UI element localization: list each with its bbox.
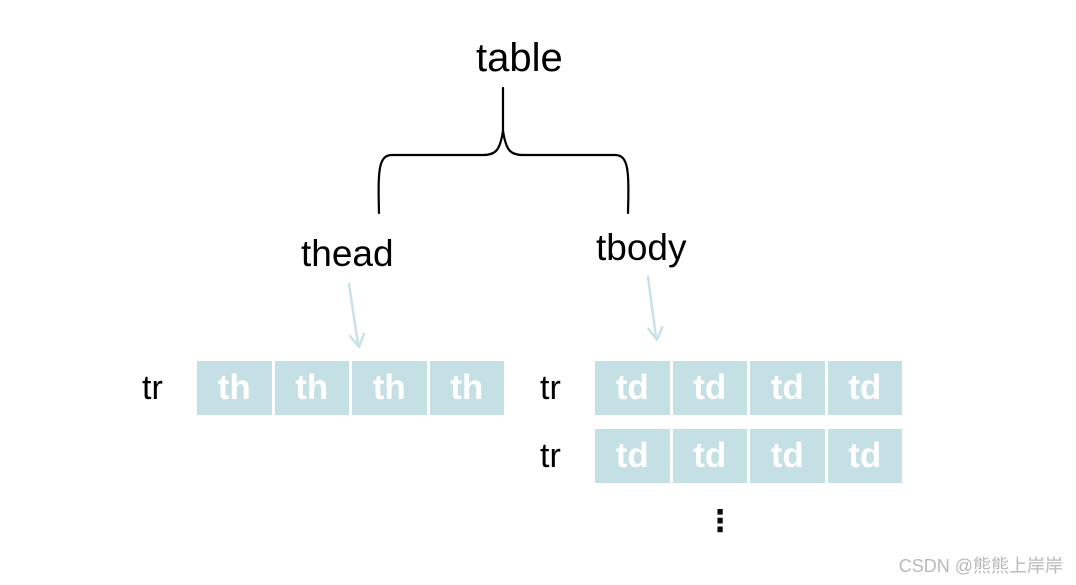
- thead-arrow-shaft: [347, 282, 360, 346]
- table-cell-td: td: [672, 429, 747, 483]
- tr-label: tr: [540, 368, 561, 407]
- thead-node-label: thead: [301, 233, 394, 274]
- table-cell-td: td: [672, 361, 747, 415]
- tr-label: tr: [142, 368, 163, 407]
- table-cell-th: th: [429, 361, 504, 415]
- table-cell-td: td: [750, 361, 825, 415]
- row-cells: td td td td: [595, 361, 902, 415]
- table-cell-td: td: [750, 429, 825, 483]
- table-cell-td: td: [595, 429, 670, 483]
- table-node-label: table: [476, 36, 563, 80]
- table-row-thead: tr th th th th: [140, 361, 504, 415]
- watermark: CSDN @熊熊上岸岸: [898, 556, 1063, 576]
- table-cell-th: th: [197, 361, 272, 415]
- tr-label: tr: [540, 436, 561, 475]
- brace-path: [377, 130, 630, 215]
- table-cell-th: th: [352, 361, 427, 415]
- tbody-arrow-head: [647, 325, 664, 342]
- row-cells: td td td td: [595, 429, 902, 483]
- more-rows-ellipsis: ⋮: [705, 505, 735, 538]
- table-cell-th: th: [274, 361, 349, 415]
- table-row-tbody-1: tr td td td td: [538, 361, 902, 415]
- table-cell-td: td: [827, 361, 902, 415]
- tbody-node-label: tbody: [596, 227, 687, 268]
- table-cell-td: td: [595, 361, 670, 415]
- row-cells: th th th th: [197, 361, 504, 415]
- table-cell-td: td: [827, 429, 902, 483]
- tbody-arrow-shaft: [646, 275, 658, 339]
- table-row-tbody-2: tr td td td td: [538, 429, 902, 483]
- thead-arrow-head: [348, 332, 366, 349]
